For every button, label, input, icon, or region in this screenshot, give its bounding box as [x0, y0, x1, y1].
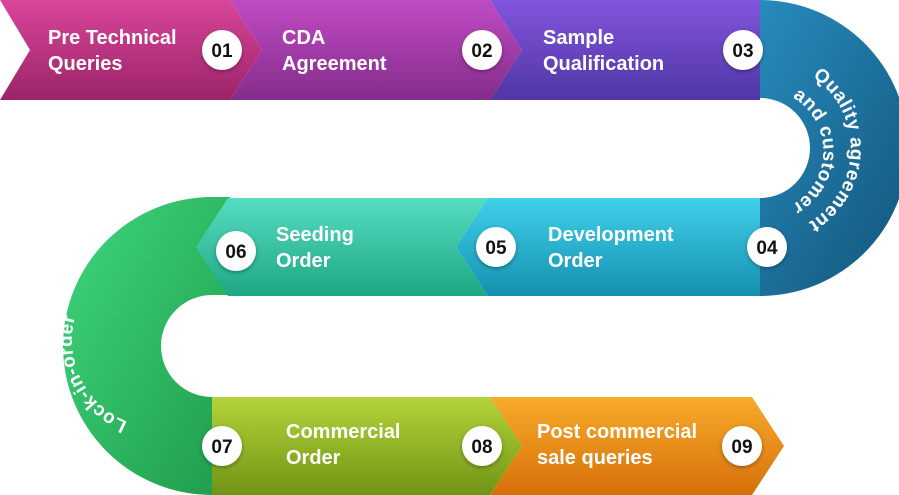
step-3-label-line2: Qualification — [543, 53, 664, 75]
step-6-label-line2: Order — [276, 250, 331, 272]
badge-06-number: 06 — [225, 242, 246, 263]
badge-09-number: 09 — [731, 437, 752, 458]
step-5-label-line2: Order — [548, 250, 603, 272]
badge-04-number: 04 — [756, 238, 778, 259]
step-7-label-line1: Commercial — [286, 421, 401, 443]
badge-04: 04 — [747, 227, 787, 267]
badge-09: 09 — [722, 426, 762, 466]
step-6-label-line1: Seeding — [276, 224, 354, 246]
step-6-band — [196, 198, 488, 296]
step-5-label-line1: Development — [548, 224, 674, 246]
badge-05: 05 — [476, 227, 516, 267]
badge-01-number: 01 — [211, 41, 233, 62]
badge-08: 08 — [462, 426, 502, 466]
badge-06: 06 — [216, 231, 256, 271]
badge-07: 07 — [202, 426, 242, 466]
step-5-band — [456, 198, 760, 296]
badge-03-number: 03 — [732, 41, 753, 62]
step-8-band — [490, 397, 784, 495]
badge-05-number: 05 — [485, 238, 507, 259]
step-3-label-line1: Sample — [543, 27, 614, 49]
step-2-label-line1: CDA — [282, 27, 325, 49]
step-2-label-line2: Agreement — [282, 53, 387, 75]
step-3-band — [490, 0, 760, 100]
badge-08-number: 08 — [471, 437, 492, 458]
badge-02: 02 — [462, 30, 502, 70]
right-curve-band — [740, 0, 899, 296]
badge-01: 01 — [202, 30, 242, 70]
step-7-band — [212, 397, 522, 495]
badge-07-number: 07 — [211, 437, 232, 458]
step-8-label-line2: sale queries — [537, 447, 653, 469]
step-7-label-line2: Order — [286, 447, 341, 469]
step-8-label-line1: Post commercial — [537, 421, 697, 443]
badge-02-number: 02 — [471, 41, 492, 62]
step-1-label-line2: Queries — [48, 53, 122, 75]
step-2-band — [230, 0, 522, 100]
left-curve-band — [63, 197, 230, 495]
step-1-band — [0, 0, 262, 100]
step-1-label-line1: Pre Technical — [48, 27, 177, 49]
badge-03: 03 — [723, 30, 763, 70]
